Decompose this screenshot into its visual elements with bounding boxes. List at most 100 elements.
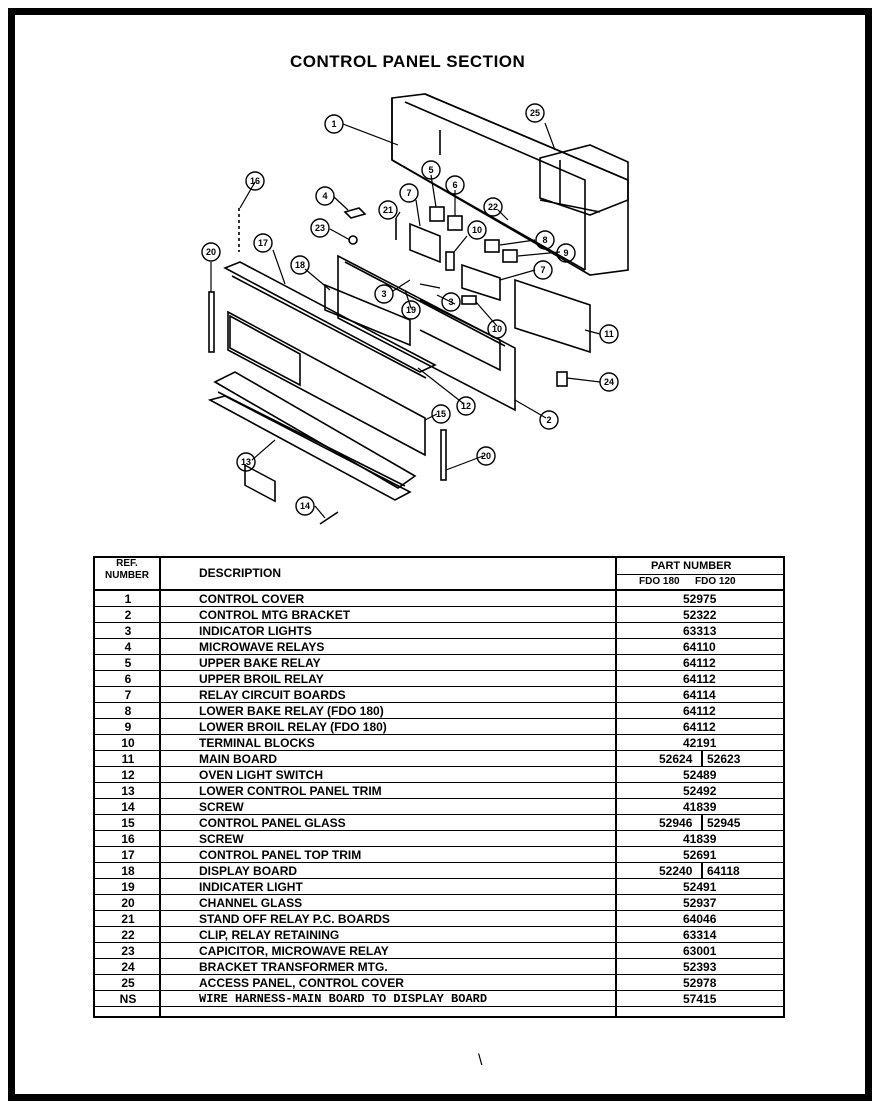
row-part-number: 63314 (683, 928, 717, 942)
svg-text:15: 15 (436, 409, 446, 419)
row-part-number: 64046 (683, 912, 717, 926)
row-part-number: 52937 (683, 896, 717, 910)
callout-10b (487, 319, 507, 339)
svg-text:10: 10 (492, 324, 502, 334)
row-description: BRACKET TRANSFORMER MTG. (199, 960, 388, 974)
row-ref: 17 (121, 848, 135, 862)
part-split-divider (701, 863, 703, 879)
callout-24 (599, 372, 619, 392)
capacitor (348, 235, 358, 245)
upper-bake-relay (429, 206, 445, 222)
control-mounting-bracket (337, 254, 516, 412)
row-description: OVEN LIGHT SWITCH (199, 768, 323, 782)
lower-broil-relay (502, 249, 518, 263)
transformer-bracket (556, 371, 568, 387)
col-divider-part (615, 558, 617, 1016)
row-part-number: 64110 (683, 640, 716, 654)
row-part-fdo180: 52946 (659, 816, 693, 830)
row-part-number: 64118 (707, 864, 740, 878)
terminal-block-b (461, 295, 477, 305)
svg-text:23: 23 (315, 223, 325, 233)
row-divider (95, 830, 783, 831)
callout-12 (456, 396, 476, 416)
row-part-number: 52623 (707, 752, 741, 766)
callout-7a (399, 183, 419, 203)
svg-text:3: 3 (448, 297, 453, 307)
main-board (514, 278, 591, 354)
row-part-fdo180: 52240 (659, 864, 693, 878)
row-part-number: 64112 (683, 704, 716, 718)
row-divider (95, 702, 783, 703)
callout-20b (476, 446, 496, 466)
svg-text:18: 18 (295, 260, 305, 270)
callouts (201, 103, 619, 516)
svg-text:10: 10 (472, 225, 482, 235)
row-part-number: 52945 (707, 816, 741, 830)
row-description: DISPLAY BOARD (199, 864, 298, 878)
row-ref: 1 (124, 592, 132, 606)
row-description: WIRE HARNESS-MAIN BOARD TO DISPLAY BOARD (199, 992, 488, 1006)
row-part-number: 52492 (683, 784, 717, 798)
row-divider (95, 910, 783, 911)
svg-text:21: 21 (383, 205, 393, 215)
row-ref: 20 (121, 896, 135, 910)
part-split-divider (701, 751, 703, 767)
row-divider (95, 814, 783, 815)
row-ref: 19 (121, 880, 135, 894)
row-divider (95, 766, 783, 767)
row-description: MAIN BOARD (199, 752, 277, 766)
row-divider (95, 638, 783, 639)
row-part-number: 57415 (683, 992, 717, 1006)
row-description: LOWER BAKE RELAY (FDO 180) (199, 704, 384, 718)
callout-25 (525, 103, 545, 123)
control-cover (391, 93, 629, 276)
row-description: LOWER CONTROL PANEL TRIM (199, 784, 382, 798)
parts-table: REF. NUMBER DESCRIPTION PART NUMBER FDO … (93, 556, 785, 1018)
display-board (324, 283, 411, 347)
channel-glass-left (208, 291, 215, 353)
svg-text:4: 4 (322, 191, 327, 201)
row-ref: 2 (124, 608, 132, 622)
callout-7b (533, 260, 553, 280)
row-divider (95, 622, 783, 623)
row-ref: 13 (121, 784, 135, 798)
row-ref: 22 (121, 928, 135, 942)
row-ref: 15 (121, 816, 135, 830)
row-description: INDICATOR LIGHTS (199, 624, 312, 638)
svg-text:5: 5 (428, 165, 433, 175)
svg-text:6: 6 (452, 180, 457, 190)
part-split-divider (701, 815, 703, 831)
control-panel-glass (227, 310, 426, 503)
row-ref: 7 (124, 688, 132, 702)
row-ref: 16 (121, 832, 135, 846)
callout-labels: 1 25 16 4 5 6 21 7 22 23 10 8 9 7 20 17 … (206, 108, 614, 511)
row-description: CAPICITOR, MICROWAVE RELAY (199, 944, 389, 958)
row-divider (95, 894, 783, 895)
svg-text:11: 11 (604, 329, 614, 339)
row-ref: 6 (124, 672, 132, 686)
row-ref: 23 (121, 944, 135, 958)
row-ref: 25 (121, 976, 135, 990)
svg-text:16: 16 (250, 176, 260, 186)
row-description: INDICATER LIGHT (199, 880, 303, 894)
lower-bake-relay (484, 239, 500, 253)
row-ref: 12 (121, 768, 135, 782)
row-divider (95, 798, 783, 799)
row-divider (95, 750, 783, 751)
row-part-number: 52393 (683, 960, 717, 974)
row-divider (95, 974, 783, 975)
terminal-block-a (445, 251, 455, 271)
row-divider (95, 670, 783, 671)
